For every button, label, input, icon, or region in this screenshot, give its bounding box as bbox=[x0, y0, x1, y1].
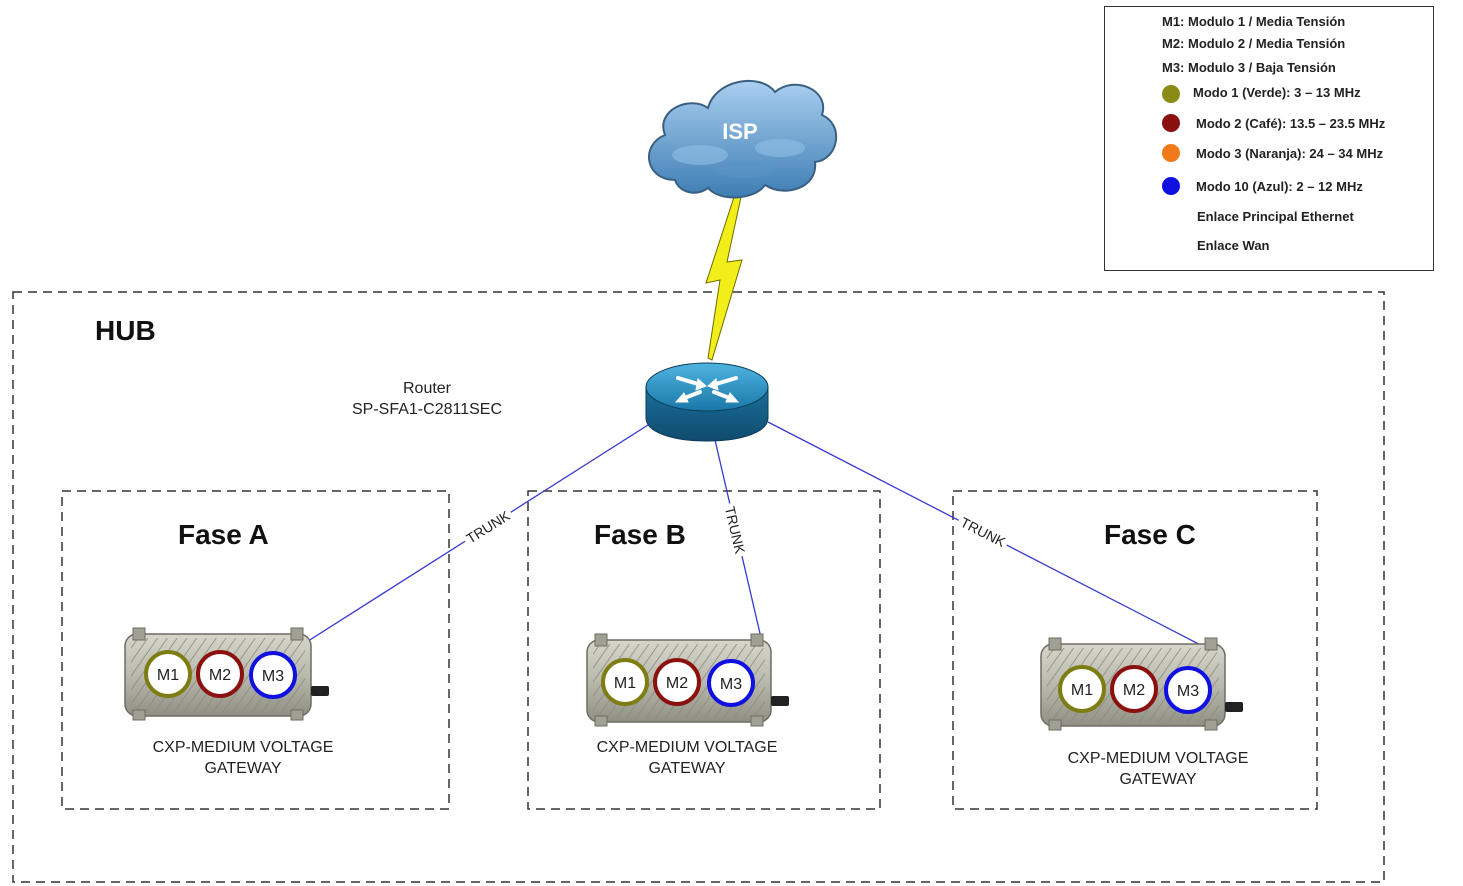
module-a-m2 bbox=[196, 650, 244, 698]
module-c-m3-label: M3 bbox=[1177, 683, 1199, 700]
legend-mode-10-dot bbox=[1162, 177, 1180, 195]
module-b-m2-label: M2 bbox=[666, 675, 688, 692]
module-b-m1-label: M1 bbox=[614, 675, 636, 692]
module-c-m3 bbox=[1164, 666, 1212, 714]
module-a-m3-label: M3 bbox=[262, 668, 284, 685]
legend-mode-2-dot bbox=[1162, 114, 1180, 132]
device-a-label-line1: CXP-MEDIUM VOLTAGE bbox=[152, 739, 334, 756]
router-icon bbox=[645, 362, 769, 442]
legend-mode-1: Modo 1 (Verde): 3 – 13 MHz bbox=[1193, 85, 1361, 100]
legend-mode-2: Modo 2 (Café): 13.5 – 23.5 MHz bbox=[1196, 116, 1386, 131]
trunk-label-a: TRUNK bbox=[463, 507, 513, 546]
module-b-m1 bbox=[601, 658, 649, 706]
device-c-label-line1: CXP-MEDIUM VOLTAGE bbox=[1067, 750, 1249, 767]
isp-cloud-icon bbox=[648, 79, 838, 199]
phase-b-title: Fase B bbox=[594, 519, 686, 550]
module-a-m1-label: M1 bbox=[157, 667, 179, 684]
legend-module-3: M3: Modulo 3 / Baja Tensión bbox=[1162, 60, 1336, 75]
legend-module-2: M2: Modulo 2 / Media Tensión bbox=[1162, 36, 1346, 51]
hub-title: HUB bbox=[95, 315, 156, 346]
module-a-m2-label: M2 bbox=[209, 667, 231, 684]
legend-module-1: M1: Modulo 1 / Media Tensión bbox=[1162, 14, 1346, 29]
module-a-m3 bbox=[249, 651, 297, 699]
legend-mode-3-dot bbox=[1162, 144, 1180, 162]
legend-mode-10: Modo 10 (Azul): 2 – 12 MHz bbox=[1196, 179, 1363, 194]
phase-a-container bbox=[61, 490, 450, 810]
legend-ethernet-label: Enlace Principal Ethernet bbox=[1197, 209, 1354, 224]
legend-mode-1-dot bbox=[1162, 85, 1180, 103]
isp-label: ISP bbox=[722, 119, 757, 144]
legend-mode-3: Modo 3 (Naranja): 24 – 34 MHz bbox=[1196, 146, 1384, 161]
module-b-m3-label: M3 bbox=[720, 676, 742, 693]
device-a-label-line2: GATEWAY bbox=[204, 760, 282, 777]
wan-link-lightning bbox=[705, 196, 743, 361]
module-c-m1 bbox=[1058, 665, 1106, 713]
phase-c-title: Fase C bbox=[1104, 519, 1196, 550]
phase-c-container bbox=[952, 490, 1318, 810]
module-a-m1 bbox=[144, 650, 192, 698]
module-b-m2 bbox=[653, 658, 701, 706]
device-c-label-line2: GATEWAY bbox=[1119, 771, 1197, 788]
trunk-label-b: TRUNK bbox=[722, 505, 749, 556]
module-c-m2 bbox=[1110, 665, 1158, 713]
legend-wan-label: Enlace Wan bbox=[1197, 238, 1270, 253]
router-label-line1: Router bbox=[402, 380, 452, 397]
module-b-m3 bbox=[707, 659, 755, 707]
device-b-label-line2: GATEWAY bbox=[648, 760, 726, 777]
module-c-m2-label: M2 bbox=[1123, 682, 1145, 699]
hub-container bbox=[12, 291, 1385, 883]
device-b-label-line1: CXP-MEDIUM VOLTAGE bbox=[596, 739, 778, 756]
trunk-label-c: TRUNK bbox=[958, 514, 1009, 550]
phase-b-container bbox=[527, 490, 881, 810]
router-label-line2: SP-SFA1-C2811SEC bbox=[352, 401, 502, 418]
module-c-m1-label: M1 bbox=[1071, 682, 1093, 699]
legend bbox=[1104, 6, 1434, 271]
phase-a-title: Fase A bbox=[178, 519, 269, 550]
